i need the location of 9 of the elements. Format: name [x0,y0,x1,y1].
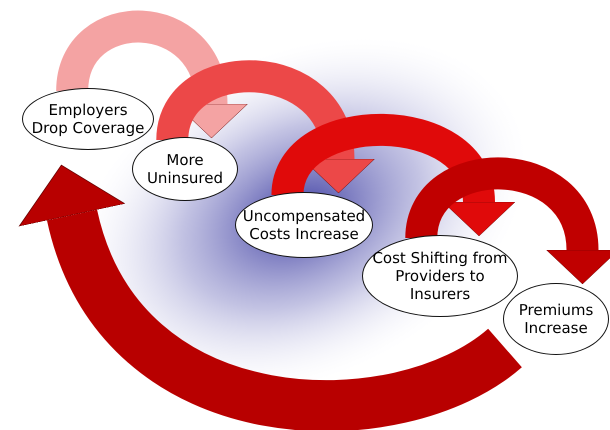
node-label: Employers Drop Coverage [30,101,146,137]
curved-arrow [272,114,515,236]
node-label: Uncompensated Costs Increase [242,207,366,243]
node-label: Cost Shifting from Providers to Insurers [371,249,509,303]
curved-arrow [20,166,520,430]
curved-arrow [156,60,374,193]
node-label: Premiums Increase [518,301,594,337]
curved-arrow [56,10,248,138]
node-label: More Uninsured [146,151,224,187]
